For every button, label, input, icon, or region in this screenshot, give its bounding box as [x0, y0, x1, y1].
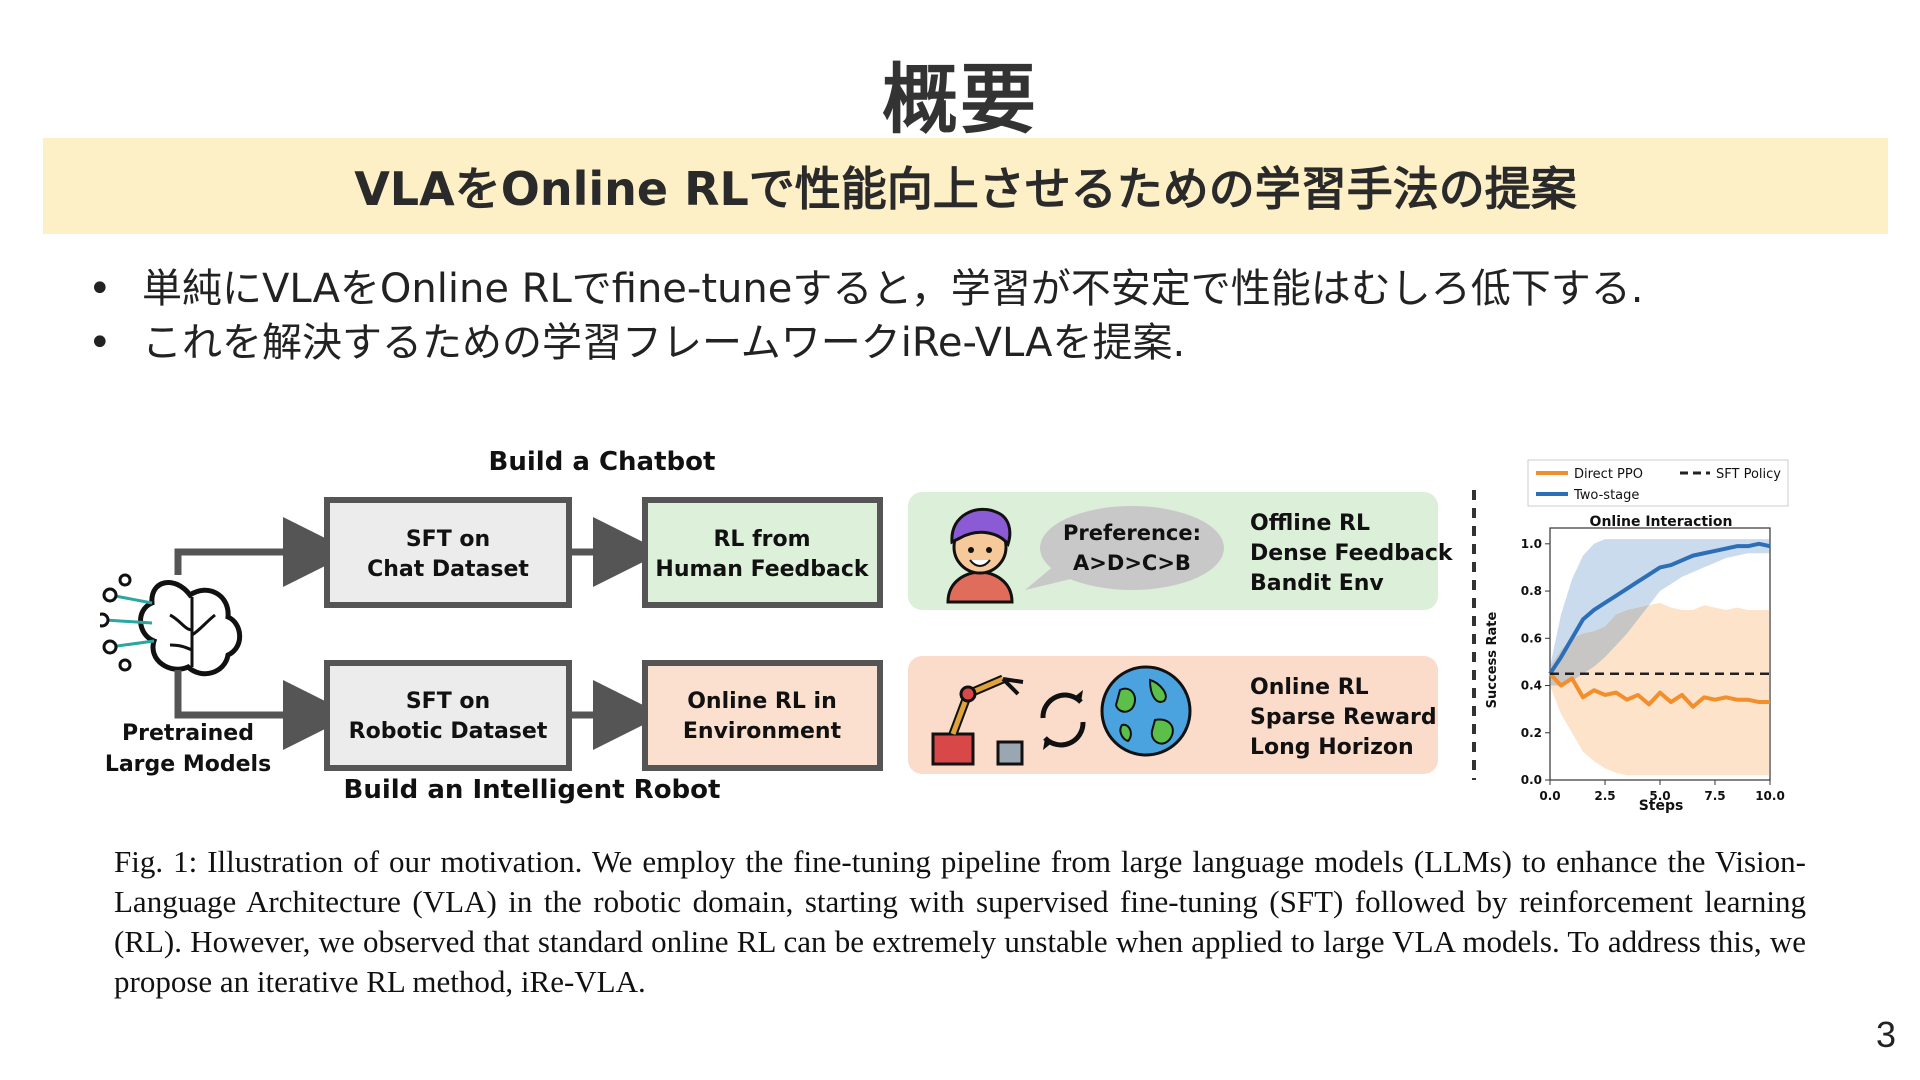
preference-line2: A>D>C>B	[1073, 551, 1191, 575]
page-number: 3	[1875, 1014, 1896, 1055]
chart-plot-area: 0.0 0.2 0.4 0.6 0.8 1.0 0.0 2.5 5.0 7.5 10.0	[1521, 527, 1785, 803]
chart-xlabel: Steps	[1639, 798, 1684, 814]
series-line-0	[1548, 672, 1770, 709]
success-rate-chart: Direct PPO SFT Policy Two-stage Online I…	[1485, 459, 1789, 814]
pretrained-label-line2: Large Models	[105, 752, 271, 777]
bullet-item: • これを解決するための学習フレームワークiRe-VLAを提案.	[88, 316, 1643, 370]
series-band-1	[1550, 539, 1770, 686]
box-sft-robot-line1: SFT on	[406, 689, 490, 714]
chart-ylabel: Success Rate	[1485, 611, 1500, 708]
online-panel-line1: Online RL	[1250, 675, 1369, 700]
legend-label-sft-policy: SFT Policy	[1716, 467, 1781, 482]
x-tick-label: 0.0	[1539, 789, 1560, 803]
refresh-cycle-icon	[1040, 690, 1086, 750]
person-avatar-icon	[946, 507, 1014, 604]
offline-panel-line1: Offline RL	[1250, 511, 1370, 536]
box-sft-chat-line1: SFT on	[406, 527, 490, 552]
arrow-to-sft-chat	[174, 517, 353, 587]
box-rlhf-line1: RL from	[713, 527, 810, 552]
x-tick-label: 2.5	[1594, 789, 1615, 803]
bullet-item: • 単純にVLAをOnline RLでfine-tuneすると，学習が不安定で性能…	[88, 262, 1643, 316]
y-tick-label: 0.8	[1521, 584, 1542, 598]
legend-label-two-stage: Two-stage	[1573, 488, 1639, 503]
banner-text: VLAをOnline RLで性能向上させるための学習手法の提案	[354, 162, 1577, 216]
y-tick-label: 0.6	[1521, 631, 1542, 645]
preference-line1: Preference:	[1063, 521, 1201, 545]
x-tick-label: 7.5	[1704, 789, 1725, 803]
online-panel-line3: Long Horizon	[1250, 735, 1414, 760]
robot-arm-icon	[931, 674, 1024, 766]
box-rlhf	[642, 497, 883, 608]
box-sft-robot-line2: Robotic Dataset	[349, 719, 548, 744]
earth-globe-icon	[1100, 665, 1192, 757]
figure-svg: Build a Chatbot Build an Intelligent Rob…	[100, 447, 1789, 814]
legend-label-direct-ppo: Direct PPO	[1574, 467, 1643, 482]
arrow-to-sft-robot	[174, 670, 353, 750]
brain-network-icon	[100, 573, 243, 677]
chart-legend-box	[1527, 459, 1789, 507]
pretrained-label-line1: Pretrained	[122, 721, 254, 746]
bullet-text: 単純にVLAをOnline RLでfine-tuneすると，学習が不安定で性能は…	[142, 266, 1644, 312]
y-tick-label: 1.0	[1521, 537, 1542, 551]
online-panel-line2: Sparse Reward	[1250, 705, 1437, 730]
box-sft-chat	[324, 497, 572, 608]
box-online-rl	[642, 660, 883, 771]
box-rlhf-line2: Human Feedback	[655, 557, 870, 582]
preference-bubble	[1040, 506, 1224, 590]
series-line-1	[1548, 541, 1771, 675]
page-title: 概要	[882, 55, 1038, 144]
series-band-0	[1550, 602, 1770, 776]
box-online-rl-line2: Environment	[683, 719, 842, 744]
box-online-rl-line1: Online RL in	[687, 689, 837, 714]
y-tick-label: 0.4	[1521, 679, 1542, 693]
summary-banner: VLAをOnline RLで性能向上させるための学習手法の提案	[43, 138, 1888, 234]
x-tick-label: 10.0	[1755, 789, 1785, 803]
x-tick-label: 5.0	[1649, 789, 1670, 803]
chart-title: Online Interaction	[1590, 514, 1733, 530]
y-tick-label: 0.0	[1521, 773, 1542, 787]
box-sft-robot	[324, 660, 572, 771]
offline-panel-line3: Bandit Env	[1250, 571, 1384, 596]
y-tick-label: 0.2	[1521, 726, 1542, 740]
offline-panel-line2: Dense Feedback	[1250, 541, 1454, 566]
preference-bubble-tail	[1025, 565, 1075, 590]
figure-caption: Fig. 1: Illustration of our motivation. …	[114, 844, 1806, 999]
box-sft-chat-line2: Chat Dataset	[367, 557, 529, 582]
bullet-marker: •	[88, 266, 112, 312]
top-heading: Build a Chatbot	[489, 447, 716, 477]
bullet-list: • 単純にVLAをOnline RLでfine-tuneすると，学習が不安定で性能…	[88, 262, 1643, 370]
motivation-figure: Build a Chatbot Build an Intelligent Rob…	[100, 440, 1830, 820]
bullet-marker: •	[88, 320, 112, 366]
bottom-heading: Build an Intelligent Robot	[344, 775, 721, 805]
bullet-text: これを解決するための学習フレームワークiRe-VLAを提案.	[142, 320, 1186, 366]
